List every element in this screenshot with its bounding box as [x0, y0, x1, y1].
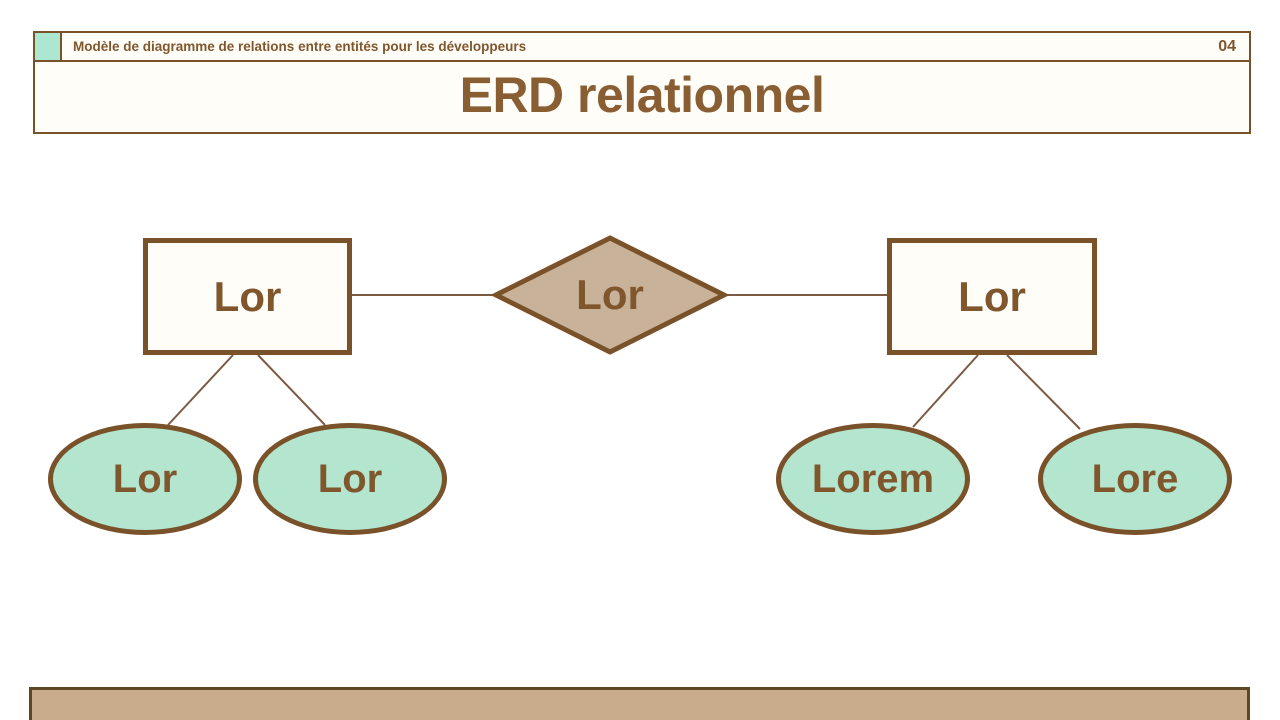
connector-entity-right-attr-3 — [912, 354, 979, 428]
attribute-ellipse-3: Lorem — [776, 423, 970, 535]
header-subtitle: Modèle de diagramme de relations entre e… — [73, 39, 527, 54]
header-strip: Modèle de diagramme de relations entre e… — [33, 31, 1251, 62]
attribute-2-label: Lor — [317, 457, 383, 501]
header-accent-square — [35, 33, 62, 60]
bottom-bar — [29, 687, 1250, 720]
title-box: ERD relationnel — [33, 62, 1251, 134]
relationship-label-box: Lor — [540, 268, 680, 322]
entity-left: Lor — [143, 238, 352, 355]
connector-entity-left-attr-2 — [257, 354, 326, 426]
attribute-ellipse-2: Lor — [253, 423, 447, 535]
connector-entity-left-attr-1 — [167, 354, 234, 426]
entity-right-label: Lor — [958, 272, 1026, 320]
attribute-1-label: Lor — [112, 457, 178, 501]
attribute-4-label: Lore — [1091, 457, 1179, 501]
entity-left-label: Lor — [213, 272, 282, 320]
attribute-3-label: Lorem — [811, 457, 935, 501]
connector-entity-right-attr-4 — [1006, 354, 1081, 430]
attribute-ellipse-1: Lor — [48, 423, 242, 535]
attribute-ellipse-4: Lore — [1038, 423, 1232, 535]
entity-right: Lor — [887, 238, 1097, 355]
slide-title: ERD relationnel — [459, 67, 825, 123]
relationship-label: Lor — [576, 271, 644, 318]
page-number: 04 — [1218, 37, 1236, 55]
